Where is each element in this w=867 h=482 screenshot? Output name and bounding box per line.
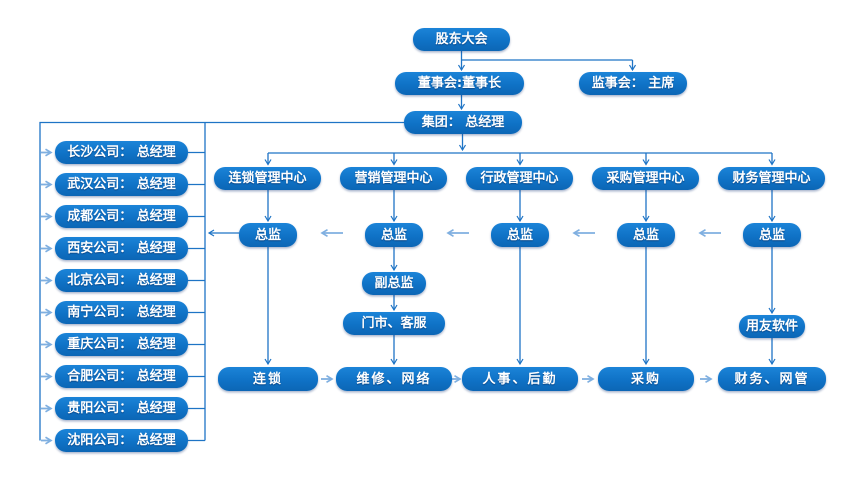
node-shareholders-meeting: 股东大会	[413, 28, 510, 51]
node-label: 连锁	[252, 371, 283, 387]
node-label: 连锁管理中心	[228, 171, 307, 186]
node-director-finance: 总监	[743, 223, 801, 247]
node-label: 北京公司： 总经理	[67, 273, 176, 288]
node-center-finance: 财务管理中心	[718, 167, 825, 190]
node-company-guiyang: 贵阳公司： 总经理	[55, 397, 188, 420]
node-company-wuhan: 武汉公司： 总经理	[55, 173, 188, 196]
node-label: 长沙公司： 总经理	[67, 145, 176, 160]
node-dept-chain: 连锁	[218, 367, 318, 391]
node-company-xian: 西安公司： 总经理	[55, 237, 188, 260]
node-company-chongqing: 重庆公司： 总经理	[55, 333, 188, 356]
node-director-chain: 总监	[239, 223, 297, 247]
node-label: 贵阳公司： 总经理	[67, 401, 176, 416]
node-label: 营销管理中心	[354, 171, 433, 186]
node-center-chain: 连锁管理中心	[214, 167, 321, 190]
node-label: 重庆公司： 总经理	[67, 337, 176, 352]
node-group-gm: 集团： 总经理	[404, 111, 522, 134]
node-director-admin: 总监	[491, 223, 549, 247]
node-label: 财务、网管	[734, 371, 810, 387]
node-label: 门市、客服	[361, 316, 427, 331]
node-label: 总监	[632, 227, 659, 243]
node-label: 集团： 总经理	[421, 115, 505, 130]
node-label: 人事、后勤	[482, 371, 558, 387]
node-label: 用友软件	[745, 319, 798, 334]
node-dept-hr-logistics: 人事、后勤	[462, 367, 578, 391]
light-flow-arrows	[41, 148, 721, 445]
node-label: 总监	[380, 227, 407, 243]
node-label: 董事会:董事长	[417, 76, 502, 91]
node-ufida-software: 用友软件	[739, 315, 805, 338]
node-dept-finance-network: 财务、网管	[718, 367, 826, 391]
node-label: 股东大会	[435, 32, 488, 47]
node-label: 沈阳公司： 总经理	[67, 433, 176, 448]
node-center-marketing: 营销管理中心	[340, 167, 447, 190]
node-center-procurement: 采购管理中心	[592, 167, 699, 190]
node-label: 行政管理中心	[480, 171, 559, 186]
node-label: 成都公司： 总经理	[67, 209, 176, 224]
node-company-hefei: 合肥公司： 总经理	[55, 365, 188, 388]
node-company-shenyang: 沈阳公司： 总经理	[55, 429, 188, 452]
node-label: 西安公司： 总经理	[67, 241, 176, 256]
node-label: 总监	[506, 227, 533, 243]
node-dept-procurement: 采购	[598, 367, 694, 391]
node-supervisory-board: 监事会： 主席	[579, 72, 687, 95]
node-label: 采购	[630, 371, 661, 387]
node-label: 南宁公司： 总经理	[67, 305, 176, 320]
node-director-procurement: 总监	[617, 223, 675, 247]
node-company-beijing: 北京公司： 总经理	[55, 269, 188, 292]
node-label: 总监	[254, 227, 281, 243]
tree-arrows	[207, 50, 776, 366]
node-board-chairman: 董事会:董事长	[395, 72, 524, 95]
node-stores-customer-service: 门市、客服	[343, 312, 445, 335]
node-deputy-director: 副总监	[362, 272, 426, 295]
node-company-changsha: 长沙公司： 总经理	[55, 141, 188, 164]
node-label: 合肥公司： 总经理	[67, 369, 176, 384]
node-label: 监事会： 主席	[591, 76, 675, 91]
node-label: 总监	[758, 227, 785, 243]
node-company-chengdu: 成都公司： 总经理	[55, 205, 188, 228]
node-label: 财务管理中心	[732, 171, 811, 186]
node-company-nanning: 南宁公司： 总经理	[55, 301, 188, 324]
node-dept-repair-network: 维修、网络	[336, 367, 452, 391]
node-director-marketing: 总监	[365, 223, 423, 247]
node-label: 武汉公司： 总经理	[67, 177, 176, 192]
node-label: 维修、网络	[356, 371, 432, 387]
node-label: 副总监	[374, 276, 414, 291]
node-label: 采购管理中心	[606, 171, 685, 186]
node-center-admin: 行政管理中心	[466, 167, 573, 190]
